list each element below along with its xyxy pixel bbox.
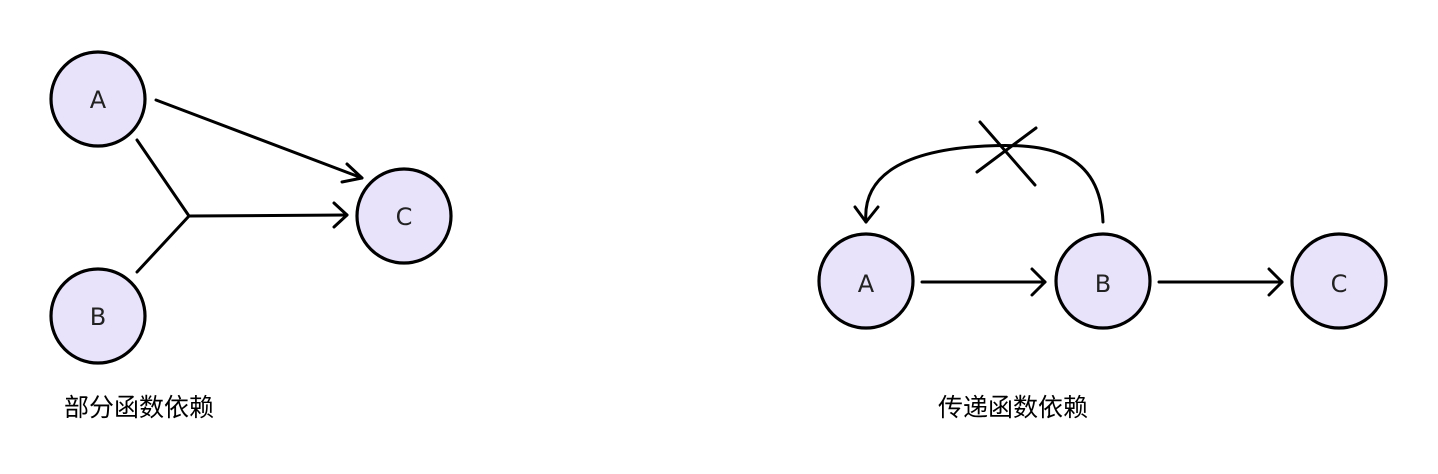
left-node-b: B (49, 267, 147, 365)
right-node-b: B (1054, 232, 1152, 330)
left-node-a: A (49, 50, 147, 148)
left-node-c: C (355, 167, 453, 265)
edge-a-to-c (154, 98, 364, 184)
right-caption: 传递函数依赖 (938, 393, 1088, 422)
left-diagram: A B C 部分函数依赖 (49, 50, 453, 422)
edge-ab-merge-to-c (135, 138, 349, 274)
left-caption: 部分函数依赖 (64, 393, 214, 422)
right-node-a-label: A (858, 270, 875, 298)
negation-cross-mark (975, 120, 1038, 187)
right-node-c: C (1290, 232, 1388, 330)
edge-a-to-b (920, 267, 1047, 297)
left-node-c-label: C (396, 203, 413, 231)
right-node-c-label: C (1331, 270, 1348, 298)
edge-b-to-a-curved (853, 143, 1105, 224)
right-node-a: A (817, 232, 915, 330)
right-node-b-label: B (1095, 270, 1111, 298)
edge-b-to-c (1157, 267, 1284, 297)
left-node-a-label: A (90, 86, 107, 114)
right-diagram: A B C 传递函数依赖 (817, 120, 1388, 422)
left-node-b-label: B (90, 303, 106, 331)
